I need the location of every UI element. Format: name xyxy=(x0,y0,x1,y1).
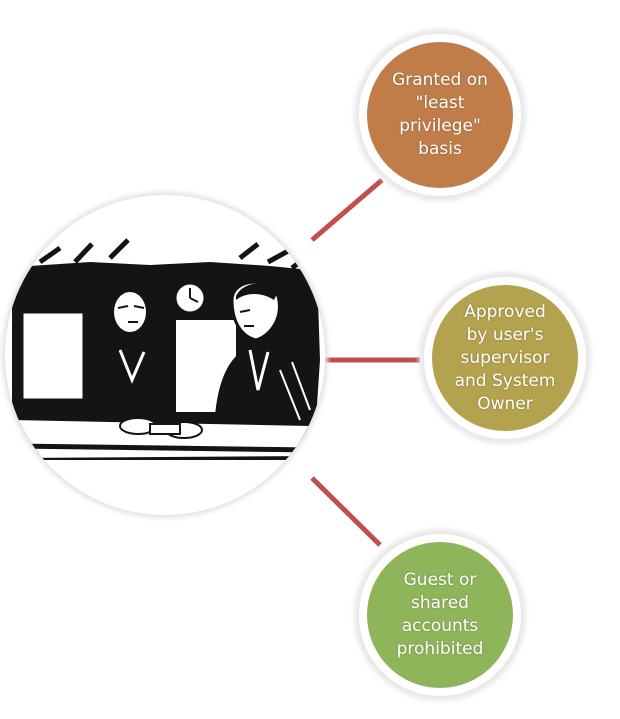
service-desk-clipart-icon xyxy=(11,238,320,460)
node-circle-least-privilege xyxy=(354,29,526,201)
node-label-approval: Approved by user's supervisor and System… xyxy=(454,301,556,414)
node-circle-no-shared xyxy=(354,529,526,701)
connector-line-1 xyxy=(310,178,384,242)
connector-line-3 xyxy=(310,476,382,547)
center-image-circle xyxy=(2,192,328,518)
node-label-no-shared: Guest or shared accounts prohibited xyxy=(396,570,484,659)
node-circle-approval xyxy=(419,272,591,444)
node-label-least-privilege: Granted on "least privilege" basis xyxy=(392,70,488,159)
